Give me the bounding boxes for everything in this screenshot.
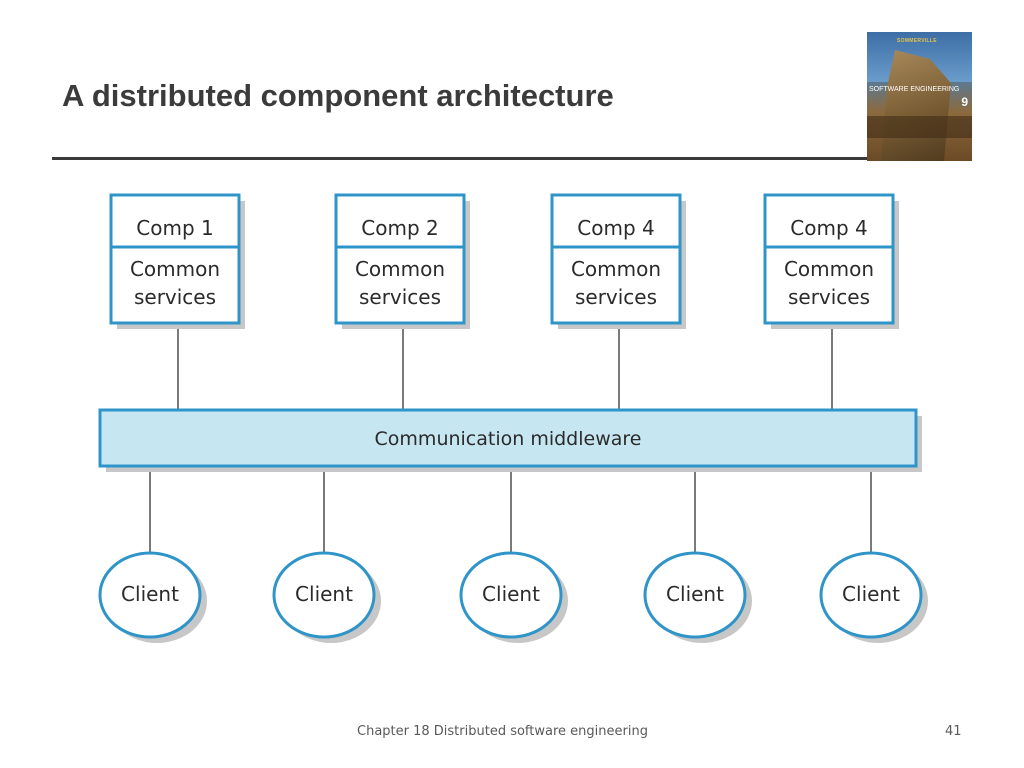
client-node: Client (459, 551, 568, 643)
component-services-line1: Common (784, 257, 874, 281)
middleware-bar: Communication middleware (98, 408, 922, 472)
client-label: Client (842, 582, 900, 606)
component-box: Comp 4 Common services (550, 193, 686, 329)
component-services-line1: Common (130, 257, 220, 281)
client-label: Client (482, 582, 540, 606)
client-connectors (149, 466, 872, 555)
component-services-line2: services (359, 285, 441, 309)
component-services-line2: services (134, 285, 216, 309)
component-box: Comp 4 Common services (763, 193, 899, 329)
component-name: Comp 4 (577, 216, 654, 240)
client-nodes: Client Client Client Client Client (98, 551, 928, 643)
component-services-line2: services (788, 285, 870, 309)
component-name: Comp 1 (136, 216, 213, 240)
slide-title: A distributed component architecture (62, 78, 614, 113)
book-cover-title: SOFTWARE ENGINEERING (869, 86, 960, 93)
client-node: Client (272, 551, 381, 643)
client-node: Client (819, 551, 928, 643)
component-boxes: Comp 1 Common services Comp 2 Common services… (109, 193, 899, 329)
component-box: Comp 2 Common services (334, 193, 470, 329)
client-label: Client (295, 582, 353, 606)
book-cover-image: SOMMERVILLE SOFTWARE ENGINEERING 9 (867, 32, 972, 161)
client-label: Client (666, 582, 724, 606)
book-cover-author: SOMMERVILLE (897, 38, 937, 44)
book-cover-edition: 9 (961, 95, 968, 109)
page-number: 41 (945, 724, 962, 739)
component-connectors (177, 323, 833, 410)
middleware-label: Communication middleware (375, 428, 642, 450)
client-label: Client (121, 582, 179, 606)
component-name: Comp 4 (790, 216, 867, 240)
component-box: Comp 1 Common services (109, 193, 245, 329)
component-services-line1: Common (355, 257, 445, 281)
slide-footer: Chapter 18 Distributed software engineer… (357, 724, 648, 739)
component-name: Comp 2 (361, 216, 438, 240)
client-node: Client (643, 551, 752, 643)
component-services-line1: Common (571, 257, 661, 281)
component-services-line2: services (575, 285, 657, 309)
client-node: Client (98, 551, 207, 643)
title-divider (52, 157, 870, 160)
